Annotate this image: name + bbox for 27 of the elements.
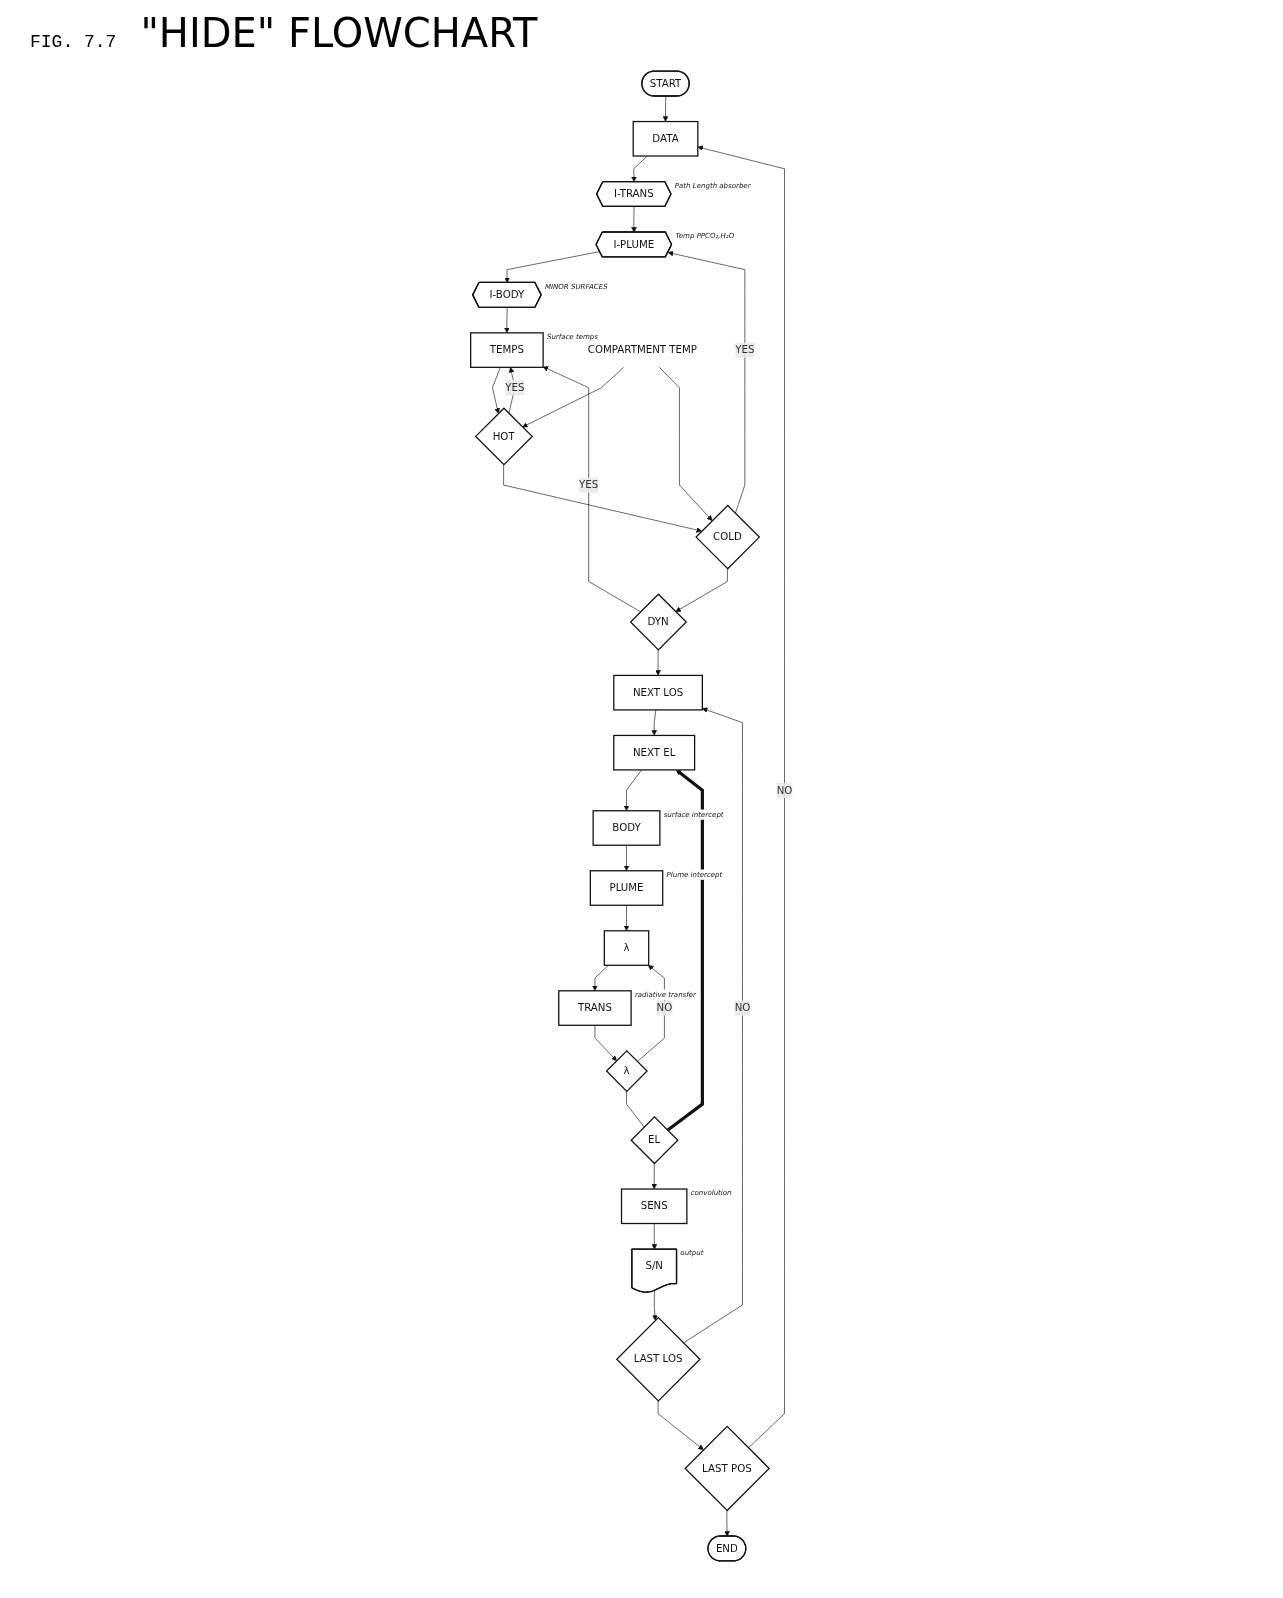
node-box: NEXT EL	[613, 734, 696, 771]
figure-number: FIG. 7.7	[30, 32, 117, 52]
node-box: TRANS	[558, 990, 632, 1026]
node-box: PLUME	[589, 870, 664, 906]
title: "HIDE" FLOWCHART	[140, 10, 538, 56]
connector	[626, 1091, 645, 1128]
edge-label: YES	[579, 478, 599, 491]
edge-label: NO	[656, 1001, 673, 1014]
node-diamond: λ	[605, 1049, 648, 1093]
node-box: SENS	[620, 1188, 688, 1225]
edge-label: YES	[505, 381, 525, 394]
node-box: BODY	[592, 810, 661, 846]
edge-label: YES	[735, 343, 755, 356]
node-text: COMPARTMENT TEMP	[587, 343, 697, 356]
arrow	[666, 769, 704, 1132]
node-box: TEMPS	[470, 332, 544, 368]
node-box: DATA	[632, 120, 699, 157]
node-diamond: HOT	[474, 407, 534, 466]
node-diamond: LAST LOS	[615, 1316, 701, 1402]
edge-label: NO	[776, 783, 793, 797]
node-diamond: LAST POS	[684, 1425, 771, 1512]
node-diamond: DYN	[629, 593, 688, 651]
node-box: NEXT LOS	[613, 674, 703, 711]
node-box: λ	[603, 930, 650, 966]
node-diamond: EL	[630, 1115, 679, 1165]
edge-label: NO	[734, 1001, 751, 1014]
node-diamond: COLD	[695, 504, 761, 570]
